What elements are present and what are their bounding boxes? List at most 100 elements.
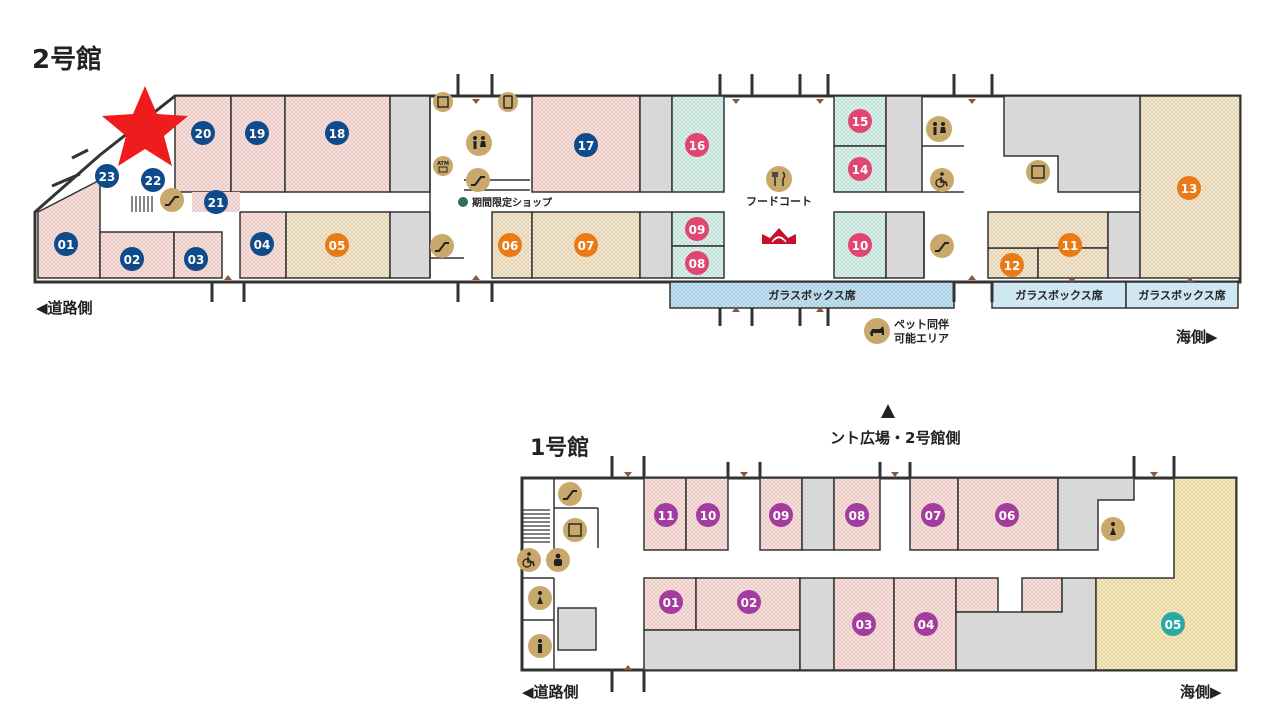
b1-unit-11[interactable]: 11 [654, 503, 678, 527]
pet-icon [864, 318, 890, 344]
b2-unit-22[interactable]: 22 [141, 168, 165, 192]
unit-number: 05 [329, 239, 346, 253]
unit-marker-circle [184, 247, 208, 271]
unit-number: 06 [502, 239, 519, 253]
b2-unit-05[interactable]: 05 [325, 233, 349, 257]
service-gray-7 [885, 95, 923, 193]
stairs [522, 509, 550, 543]
unit-number: 04 [918, 618, 935, 632]
b2-unit-13[interactable]: 13 [1177, 176, 1201, 200]
building-1-unit-markers: 01 02 03 04 05 06 07 08 09 10 11 [654, 503, 1185, 636]
unit-marker-circle [498, 233, 522, 257]
plaza-direction-label: ント広場・2号館側 [830, 429, 960, 447]
b2-unit-12[interactable]: 12 [1000, 253, 1024, 277]
unit-number: 08 [689, 257, 706, 271]
b2-unit-06[interactable]: 06 [498, 233, 522, 257]
unit-number: 06 [999, 509, 1016, 523]
unit-marker-circle [245, 121, 269, 145]
b2-unit-02[interactable]: 02 [120, 247, 144, 271]
unit-number: 11 [1062, 239, 1079, 253]
glass-box-label-3: ガラスボックス席 [1138, 288, 1225, 302]
unit-marker-circle [95, 164, 119, 188]
b1-unit-07[interactable]: 07 [921, 503, 945, 527]
unit-marker-circle [659, 590, 683, 614]
escalator-icon [558, 482, 582, 506]
b2-unit-19[interactable]: 19 [245, 121, 269, 145]
unit-area-11 [987, 211, 1109, 249]
b1-unit-09[interactable]: 09 [769, 503, 793, 527]
b1-unit-01[interactable]: 01 [659, 590, 683, 614]
b2-unit-03[interactable]: 03 [184, 247, 208, 271]
unit-area-small-b1 [955, 577, 999, 613]
sea-side-label-1: 海側▶ [1180, 683, 1222, 701]
north-arrow-icon [881, 404, 895, 418]
glass-box-label-2: ガラスボックス席 [1015, 288, 1102, 302]
unit-number: 01 [58, 238, 75, 252]
b2-unit-04[interactable]: 04 [250, 232, 274, 256]
service-gray-1 [389, 211, 431, 279]
service-gray-b1-4 [799, 577, 835, 671]
svg-text:ATM: ATM [437, 161, 449, 167]
unit-number: 04 [254, 238, 271, 252]
food-court-logo-icon [762, 228, 796, 244]
elevator-icon [563, 518, 587, 542]
b1-unit-04[interactable]: 04 [914, 612, 938, 636]
b1-unit-08[interactable]: 08 [845, 503, 869, 527]
glass-box-label-1: ガラスボックス席 [768, 288, 855, 302]
b1-unit-06[interactable]: 06 [995, 503, 1019, 527]
unit-marker-circle [769, 503, 793, 527]
b1-unit-10[interactable]: 10 [696, 503, 720, 527]
unit-number: 11 [658, 509, 675, 523]
b2-unit-16[interactable]: 16 [685, 133, 709, 157]
b1-unit-05[interactable]: 05 [1161, 612, 1185, 636]
b2-unit-23[interactable]: 23 [95, 164, 119, 188]
b2-unit-01[interactable]: 01 [54, 232, 78, 256]
entrance-markers [51, 74, 994, 326]
b2-unit-18[interactable]: 18 [325, 121, 349, 145]
b1-unit-02[interactable]: 02 [737, 590, 761, 614]
b2-unit-14[interactable]: 14 [848, 157, 872, 181]
b2-unit-17[interactable]: 17 [574, 133, 598, 157]
unit-number: 10 [700, 509, 717, 523]
b2-unit-15[interactable]: 15 [848, 109, 872, 133]
unit-number: 14 [852, 163, 869, 177]
phone-icon [498, 92, 518, 112]
b2-unit-09[interactable]: 09 [685, 217, 709, 241]
service-gray-8 [1003, 95, 1141, 193]
b2-unit-11[interactable]: 11 [1058, 233, 1082, 257]
unit-marker-circle [995, 503, 1019, 527]
unit-marker-circle [848, 233, 872, 257]
unit-marker-circle [848, 109, 872, 133]
unit-marker-circle [654, 503, 678, 527]
unit-area-18 [284, 95, 391, 193]
escalator-icon [430, 234, 454, 258]
b2-unit-10[interactable]: 10 [848, 233, 872, 257]
building-1: 1号館 ント広場・2号館側 [517, 404, 1238, 701]
pet-area-label-1: ペット同伴 [894, 317, 949, 331]
unit-number: 09 [773, 509, 790, 523]
entrance-markers-b1 [610, 456, 1176, 692]
road-side-label-1: ◀道路側 [522, 683, 579, 701]
unit-number: 05 [1165, 618, 1182, 632]
b1-unit-03[interactable]: 03 [852, 612, 876, 636]
service-gray-b1-1 [801, 477, 835, 551]
unit-marker-circle [696, 503, 720, 527]
pet-area-label-2: 可能エリア [894, 331, 949, 345]
b2-unit-07[interactable]: 07 [574, 233, 598, 257]
limited-shop-dot [458, 197, 468, 207]
unit-marker-circle [1161, 612, 1185, 636]
unit-number: 08 [849, 509, 866, 523]
b2-unit-08[interactable]: 08 [685, 251, 709, 275]
unit-number: 21 [208, 196, 225, 210]
unit-marker-circle [141, 168, 165, 192]
unit-number: 02 [124, 253, 141, 267]
restroom-icon [466, 130, 492, 156]
unit-number: 03 [856, 618, 873, 632]
unit-number: 12 [1004, 259, 1021, 273]
unit-marker-circle [325, 233, 349, 257]
b2-unit-21[interactable]: 21 [204, 190, 228, 214]
b2-unit-20[interactable]: 20 [191, 121, 215, 145]
door-arrows [224, 99, 1194, 312]
limited-shop-label: 期間限定ショップ [472, 196, 553, 209]
